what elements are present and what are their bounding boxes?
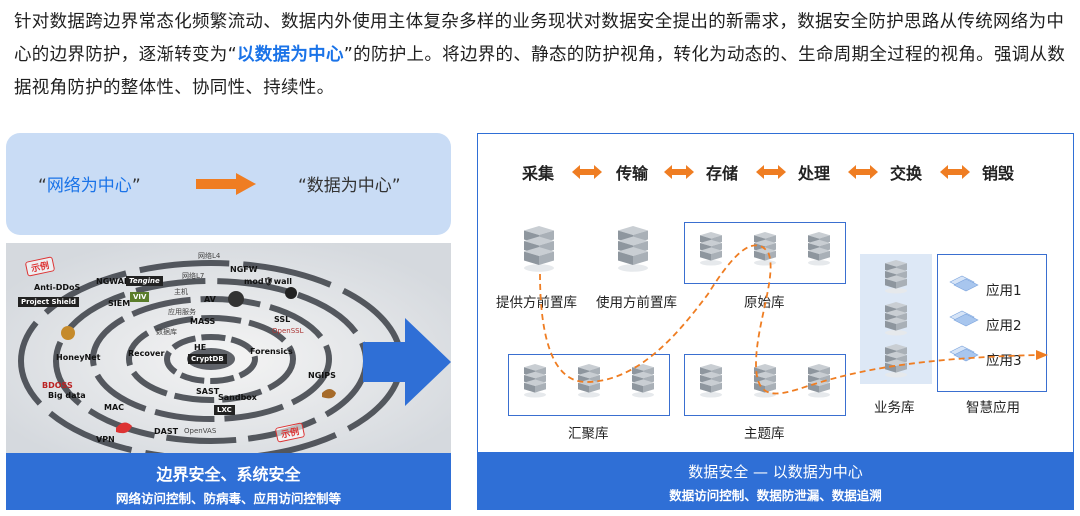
topic-db-label: 主题库: [744, 426, 785, 442]
label-anti-ddos: Anti-DDoS: [34, 283, 81, 292]
label-forensics: Forensics: [250, 347, 293, 356]
left-footer-banner: 边界安全、系统安全 网络访问控制、防病毒、应用访问控制等: [6, 453, 451, 510]
double-arrow-icon: [940, 165, 970, 179]
ring-label-app: 应用服务: [168, 308, 196, 316]
label-bigdata: Big data: [48, 391, 86, 400]
ring-label-net4: 网络L4: [198, 252, 221, 260]
label-he: HE: [194, 343, 207, 352]
raw-db-group: [684, 222, 846, 284]
consumer-server-icon: [618, 226, 648, 272]
consumer-db-label: 使用方前置库: [596, 295, 677, 311]
badge-ivi: VIV: [130, 292, 150, 302]
label-mass: MASS: [190, 317, 216, 326]
to-data-label: “数据为中心”: [298, 176, 401, 196]
label-ssl: SSL: [274, 315, 291, 324]
label-ngwaf: NGWAF: [96, 277, 130, 286]
left-footer-subtitle: 网络访问控制、防病毒、应用访问控制等: [115, 491, 341, 506]
aggregate-db-label: 汇聚库: [568, 426, 609, 442]
right-footer-banner: 数据安全 — 以数据为中心 数据访问控制、数据防泄漏、数据追溯: [478, 452, 1073, 509]
label-vpn: VPN: [96, 435, 115, 444]
label-openvas: OpenVAS: [184, 427, 217, 435]
label-mac: MAC: [104, 403, 125, 412]
label-openssl: OpenSSL: [272, 327, 304, 335]
badge-cryptdb: CryptDB: [188, 354, 227, 364]
smart-app-label: 智慧应用: [966, 400, 1020, 416]
label-siem: SIEM: [108, 299, 131, 308]
badge-project-shield: Project Shield: [18, 297, 80, 307]
provider-server-icon: [524, 226, 554, 272]
label-dast: DAST: [154, 427, 179, 436]
label-modsec: mod🛡wall: [244, 277, 292, 286]
from-network-label: “网络为中心”: [38, 176, 141, 196]
label-recover: Recover: [128, 349, 165, 358]
ring-label-host: 主机: [174, 288, 188, 296]
label-bdoss: BDOSS: [42, 381, 73, 390]
lifecycle-stages: 采集 传输 存储 处理 交换 销毁: [478, 160, 1073, 184]
raw-db-label: 原始库: [744, 295, 785, 311]
badge-lxc: LXC: [214, 405, 235, 415]
stage-store: 存储: [706, 164, 739, 183]
business-db-label: 业务库: [874, 400, 915, 416]
intro-highlight: 以数据为中心: [236, 45, 344, 65]
aggregate-db-group: [508, 354, 670, 416]
shift-arrow-icon: [196, 173, 256, 195]
stage-collect: 采集: [522, 164, 555, 183]
double-arrow-icon: [572, 165, 602, 179]
ring-label-db: 数据库: [156, 328, 177, 336]
double-arrow-icon: [756, 165, 786, 179]
ring-label-net7: 网络L7: [182, 272, 205, 280]
label-sandbox: Sandbox: [218, 393, 257, 402]
paradigm-shift-box: “网络为中心” “数据为中心”: [6, 133, 451, 235]
topic-db-group: [684, 354, 846, 416]
right-footer-title: 数据安全 — 以数据为中心: [688, 463, 863, 481]
label-honeynet: HoneyNet: [56, 353, 101, 362]
label-sast: SAST: [196, 387, 220, 396]
double-arrow-icon: [664, 165, 694, 179]
data-centric-panel: 采集 传输 存储 处理 交换 销毁 提供方前置库 使用方前置库 原始库 汇聚库 …: [477, 133, 1074, 510]
security-ring-photo: 示例 示例 网络L4 网络L7 主机 应用服务 数据库 Anti-DDoS Pr…: [6, 243, 451, 453]
stage-destroy: 销毁: [982, 164, 1015, 183]
left-footer-title: 边界安全、系统安全: [156, 465, 301, 484]
label-ngips: NGIPS: [308, 371, 336, 380]
app-2-label: 应用2: [986, 318, 1022, 334]
double-arrow-icon: [848, 165, 878, 179]
intro-text-2: ”的防护上。将边界的、静态的防护视角，转化为动态的、生命周期全过程的视角。强调从…: [14, 45, 1066, 98]
badge-tengine: Tengine: [126, 276, 163, 286]
label-ngfw: NGFW: [230, 265, 258, 274]
label-av: AV: [204, 295, 216, 304]
right-footer-subtitle: 数据访问控制、数据防泄漏、数据追溯: [669, 488, 882, 503]
app-3-label: 应用3: [986, 353, 1022, 369]
app-1-label: 应用1: [986, 283, 1022, 299]
network-center-text: 网络为中心: [46, 176, 132, 196]
stage-process: 处理: [798, 164, 831, 183]
provider-db-label: 提供方前置库: [496, 295, 577, 311]
business-db-column: [860, 254, 932, 384]
stage-exchange: 交换: [890, 164, 923, 183]
transition-arrow-icon: [363, 318, 451, 406]
intro-paragraph: 针对数据跨边界常态化频繁流动、数据内外使用主体复杂多样的业务现状对数据安全提出的…: [14, 6, 1074, 105]
stage-transfer: 传输: [616, 164, 649, 183]
intro-text-1: 针对数据跨边界常态化频繁流动、数据内外使用主体复杂多样的业务现状对数据安全提出的…: [14, 12, 1065, 65]
